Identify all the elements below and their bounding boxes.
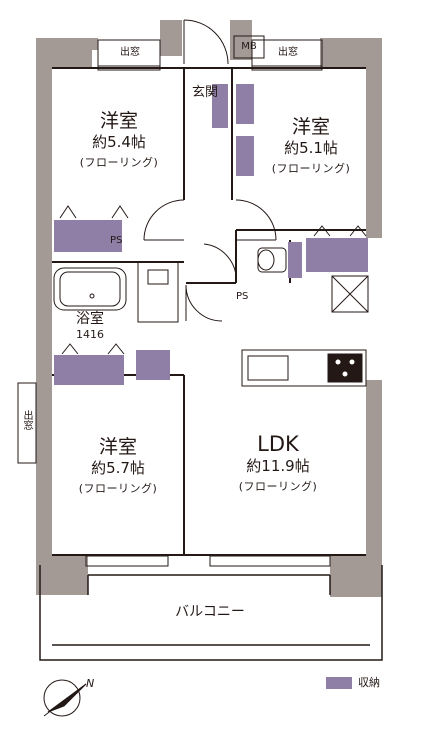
room-balcony: バルコニー [175, 604, 245, 620]
room-area: 約5.4帖 [92, 133, 146, 151]
room-size: 1416 [76, 328, 104, 341]
window-label-top-left: 出窓 [120, 47, 140, 58]
fridge-space [331, 275, 369, 313]
room-area: 約5.1帖 [284, 139, 338, 157]
room-name: 洋室 [291, 116, 330, 138]
kitchen-counter [241, 349, 367, 387]
closet-rails [59, 205, 367, 355]
compass-north-label: N [86, 677, 95, 690]
room-area: 約11.9帖 [246, 457, 310, 475]
room-ldk: LDK 約11.9帖 (フローリング) [218, 432, 338, 493]
balcony-windows [85, 555, 331, 567]
toilet [257, 247, 287, 273]
room-name: 洋室 [98, 436, 137, 458]
room-western-bottom-left: 洋室 約5.7帖 (フローリング) [58, 436, 178, 495]
room-floor: (フローリング) [78, 482, 158, 495]
room-floor: (フローリング) [238, 480, 318, 493]
room-floor: (フローリング) [271, 162, 351, 175]
compass-icon [43, 679, 87, 717]
room-floor: (フローリング) [79, 156, 159, 169]
room-area: 約5.7帖 [91, 459, 145, 477]
door-swings [143, 19, 277, 322]
legend-storage-label: 収納 [358, 676, 380, 689]
meter-box-label: MB [241, 41, 257, 52]
room-name: 浴室 [76, 311, 104, 327]
room-bath: 浴室 1416 [60, 312, 120, 340]
legend-storage-swatch [326, 677, 352, 689]
room-name: LDK [257, 432, 299, 456]
room-western-top-right: 洋室 約5.1帖 (フローリング) [256, 116, 366, 175]
balcony-outline [39, 565, 383, 661]
bathtub [53, 267, 127, 311]
room-entrance: 玄関 [192, 85, 219, 100]
room-western-top-left: 洋室 約5.4帖 (フローリング) [64, 110, 174, 169]
exterior-walls [36, 20, 382, 597]
pipe-space-label: PS [110, 235, 123, 246]
pipe-space-label: PS [236, 291, 249, 302]
side-window-label: 出窓 [21, 410, 32, 430]
washbasin [137, 261, 179, 323]
room-name: 洋室 [99, 110, 138, 132]
storage-areas [54, 84, 368, 385]
window-label-top-right: 出窓 [278, 47, 298, 58]
meter-box [233, 35, 265, 59]
